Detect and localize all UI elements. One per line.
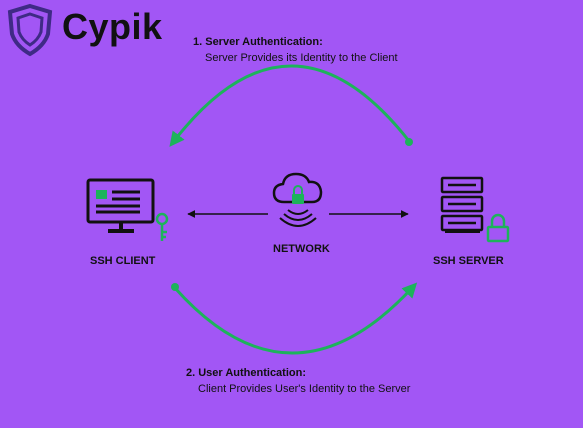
ssh-client-label: SSH CLIENT (90, 255, 156, 267)
network-label: NETWORK (273, 243, 330, 255)
step-title: 2. User Authentication: (186, 367, 306, 379)
user-authentication-arc (173, 282, 418, 355)
brand-name: Cypik (62, 6, 163, 47)
arc-start-dot (171, 283, 179, 291)
step-user-authentication: 2. User Authentication: Client Provides … (186, 367, 410, 395)
server-rack-icon (440, 176, 484, 233)
step-description: Server Provides its Identity to the Clie… (205, 52, 398, 64)
server-authentication-arc (169, 64, 411, 147)
key-icon (155, 212, 169, 241)
arc-start-dot (405, 138, 413, 146)
step-description: Client Provides User's Identity to the S… (198, 383, 411, 395)
shield-icon (7, 3, 53, 57)
padlock-icon (486, 213, 510, 243)
computer-monitor-icon (86, 178, 155, 233)
step-server-authentication: 1. Server Authentication: Server Provide… (193, 36, 398, 64)
cloud-lock-icon (272, 172, 323, 227)
step-title: 1. Server Authentication: (193, 36, 323, 48)
ssh-server-label: SSH SERVER (433, 255, 504, 267)
